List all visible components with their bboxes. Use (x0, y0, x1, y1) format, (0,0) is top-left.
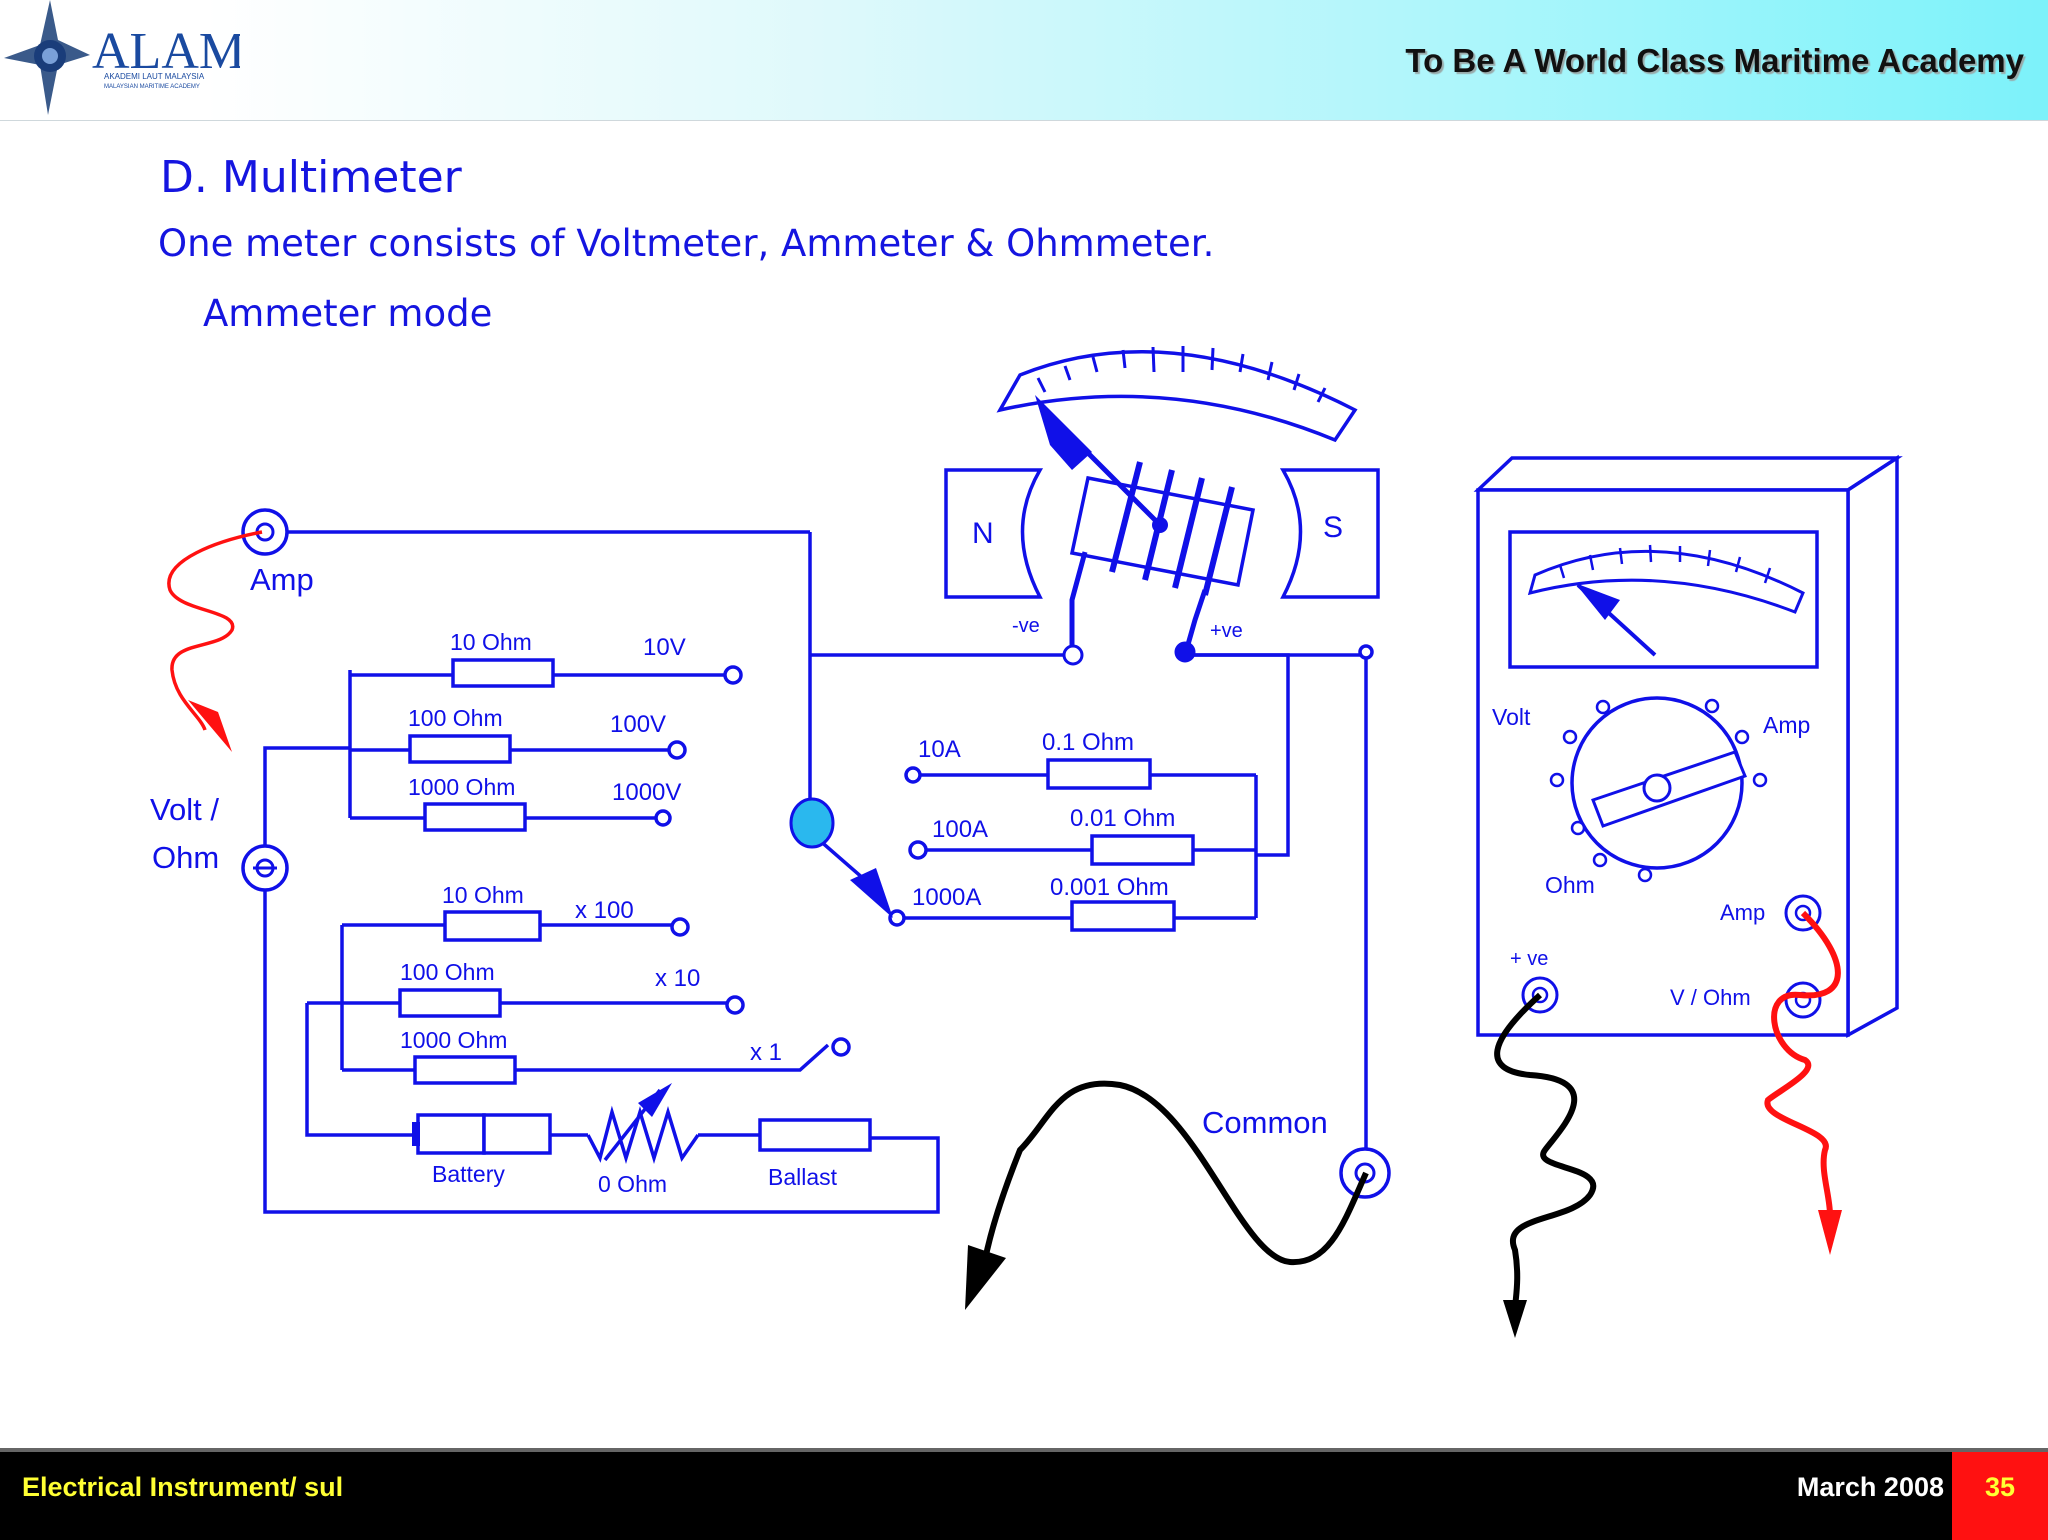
page-number: 35 (1984, 1472, 2016, 1502)
battery-label: Battery (432, 1161, 505, 1187)
volt-ohm-terminal (241, 844, 289, 892)
common-label: Common (1202, 1105, 1328, 1140)
voltmeter-range-label: 100V (610, 711, 666, 738)
range-terminals (654, 644, 1374, 1057)
range-selector-switch (789, 797, 835, 849)
voltmeter-resistor-label: 100 Ohm (408, 705, 503, 731)
logo-subtext: MALAYSIAN MARITIME ACADEMY (104, 84, 200, 90)
footer-course: Electrical Instrument/ sul (22, 1472, 344, 1502)
logo-subtext: AKADEMI LAUT MALAYSIA (104, 72, 205, 81)
slide-title: D. Multimeter (160, 152, 462, 203)
shunt-resistor-label: 0.1 Ohm (1042, 729, 1134, 756)
ohmmeter-resistor-label: 1000 Ohm (400, 1027, 507, 1053)
ballast-label: Ballast (768, 1164, 838, 1190)
resistors (398, 658, 1195, 1155)
slide-subtitle: One meter consists of Voltmeter, Ammeter… (158, 222, 1215, 265)
voltmeter-resistor-label: 1000 Ohm (408, 774, 515, 800)
device-positive-label: + ve (1510, 948, 1548, 970)
alam-logo: ALAM AKADEMI LAUT MALAYSIA MALAYSIAN MAR… (4, 0, 240, 115)
slide-footer: Electrical Instrument/ sul March 2008 35 (0, 1448, 2048, 1540)
multimeter-device: Volt Amp Ohm + ve Amp V / Ohm (1473, 454, 1903, 1038)
slide-mode-label: Ammeter mode (203, 292, 493, 335)
voltmeter-range-label: 10V (643, 634, 686, 661)
device-red-lead (1764, 910, 1841, 1216)
selector-arrowhead-icon (850, 868, 893, 918)
header-motto: To Be A World Class Maritime Academy (1405, 42, 2024, 79)
red-probe-icon (188, 700, 232, 752)
positive-terminal-label: +ve (1210, 620, 1243, 642)
zero-ohm-rheostat (586, 1105, 700, 1165)
slide-header: ALAM AKADEMI LAUT MALAYSIA MALAYSIAN MAR… (0, 0, 2048, 121)
ohmmeter-range-label: x 1 (750, 1039, 782, 1066)
voltmeter-range-label: 1000V (612, 779, 681, 806)
device-black-probe-icon (1503, 1300, 1527, 1338)
device-volt-label: Volt (1492, 704, 1531, 730)
device-ohm-label: Ohm (1545, 872, 1595, 898)
device-amp-label: Amp (1763, 712, 1810, 738)
meter-movement: N S -ve +ve (944, 346, 1380, 666)
shunt-range-label: 10A (918, 736, 961, 763)
device-amp-terminal-label: Amp (1720, 900, 1765, 925)
shunt-range-label: 1000A (912, 884, 981, 911)
black-probe-icon (965, 1245, 1006, 1310)
ohmmeter-range-label: x 100 (575, 897, 634, 924)
device-black-lead (1494, 992, 1597, 1311)
footer-date: March 2008 (1796, 1472, 1944, 1502)
battery-terminal (412, 1122, 420, 1146)
shunt-resistor-label: 0.01 Ohm (1070, 805, 1175, 832)
ohmmeter-resistor-label: 10 Ohm (442, 882, 524, 908)
ohmmeter-range-label: x 10 (655, 965, 700, 992)
rheostat-arrowhead-icon (638, 1083, 672, 1117)
magnet-north-label: N (972, 517, 994, 550)
ohm-terminal-label: Ohm (152, 840, 219, 875)
voltmeter-resistor-label: 10 Ohm (450, 629, 532, 655)
device-v-ohm-terminal-label: V / Ohm (1670, 985, 1751, 1010)
black-test-lead (982, 1080, 1369, 1266)
amp-terminal (241, 508, 289, 556)
circuit-wiring (263, 530, 1368, 1214)
magnet-south-label: S (1323, 511, 1343, 544)
volt-terminal-label: Volt / (150, 792, 219, 827)
device-red-probe-icon (1818, 1210, 1842, 1255)
zero-ohm-label: 0 Ohm (598, 1171, 667, 1197)
negative-terminal-label: -ve (1012, 615, 1040, 637)
shunt-range-label: 100A (932, 816, 988, 843)
red-test-lead (167, 530, 263, 731)
amp-terminal-label: Amp (250, 562, 314, 597)
shunt-resistor-label: 0.001 Ohm (1050, 874, 1169, 901)
logo-text: ALAM (92, 23, 240, 80)
ohmmeter-resistor-label: 100 Ohm (400, 959, 495, 985)
page-number-box: 35 (1952, 1452, 2048, 1540)
